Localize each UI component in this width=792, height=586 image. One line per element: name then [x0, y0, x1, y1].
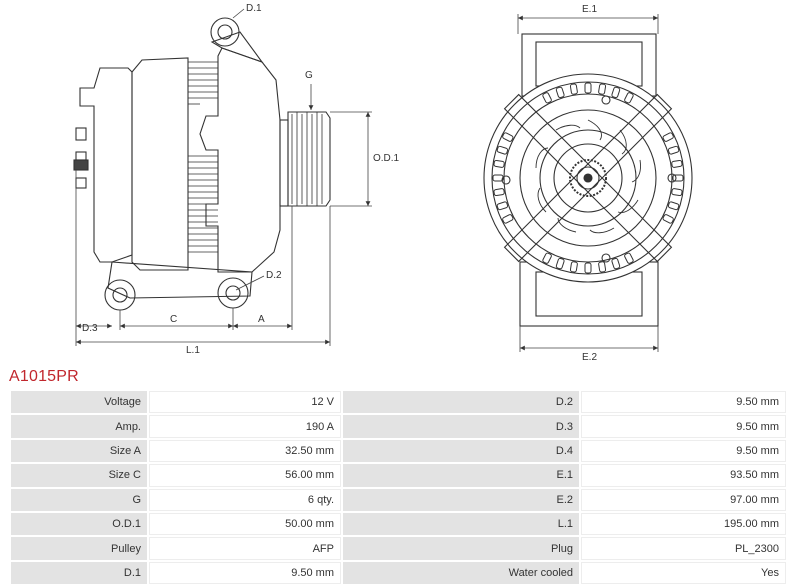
front-view-dimensions — [517, 14, 659, 352]
alternator-side-view — [73, 17, 331, 311]
side-view-dimensions — [75, 8, 372, 346]
spec-label: D.1 — [11, 561, 147, 585]
spec-label: D.4 — [343, 439, 579, 463]
spec-label: O.D.1 — [11, 512, 147, 536]
spec-label: Voltage — [11, 391, 147, 414]
label-d2: D.2 — [266, 270, 282, 281]
alternator-front-view — [483, 33, 693, 327]
vent-slot — [555, 86, 565, 99]
spec-label: E.2 — [343, 488, 579, 511]
vent-slot — [584, 82, 592, 94]
vent-slot — [667, 145, 680, 155]
part-code-title: A1015PR — [9, 368, 79, 385]
vent-slot — [624, 92, 634, 104]
spec-value: 12 V — [149, 391, 341, 414]
spec-label: D.3 — [343, 415, 579, 438]
spec-label: Pulley — [11, 537, 147, 560]
spec-label: Amp. — [11, 415, 147, 438]
vent-slot — [624, 252, 634, 264]
spec-value: 50.00 mm — [149, 512, 341, 536]
vent-slot — [611, 257, 621, 270]
front-view-labels: E.1 E.2 — [582, 4, 597, 363]
spec-label: Size A — [11, 439, 147, 463]
spec-label: Water cooled — [343, 561, 579, 585]
spec-value: 9.50 mm — [149, 561, 341, 585]
label-d1: D.1 — [246, 3, 262, 14]
label-e1: E.1 — [582, 4, 597, 15]
vent-slot — [569, 83, 578, 95]
spec-value: 9.50 mm — [581, 391, 786, 414]
spec-label: D.2 — [343, 391, 579, 414]
label-a: A — [258, 314, 265, 325]
technical-drawing: D.1 G O.D.1 D.2 D.3 C A L.1 — [73, 3, 693, 363]
spec-value: 93.50 mm — [581, 464, 786, 487]
vent-slot — [496, 145, 509, 155]
label-g: G — [305, 70, 313, 81]
label-od1: O.D.1 — [373, 153, 400, 164]
spec-label: Size C — [11, 464, 147, 487]
vent-slot — [598, 83, 607, 95]
vent-slot — [493, 188, 505, 197]
spec-value: Yes — [581, 561, 786, 585]
vent-slot — [496, 201, 509, 211]
spec-value: 195.00 mm — [581, 512, 786, 536]
spec-label: L.1 — [343, 512, 579, 536]
spec-value: 97.00 mm — [581, 488, 786, 511]
label-e2: E.2 — [582, 352, 597, 362]
label-l1: L.1 — [186, 345, 200, 356]
spec-value: AFP — [149, 537, 341, 560]
spec-value: PL_2300 — [581, 537, 786, 560]
spec-value: 56.00 mm — [149, 464, 341, 487]
spec-value: 9.50 mm — [581, 439, 786, 463]
vent-slot — [662, 132, 674, 142]
spec-value: 6 qty. — [149, 488, 341, 511]
spec-label: G — [11, 488, 147, 511]
spec-label: E.1 — [343, 464, 579, 487]
label-c: C — [170, 314, 177, 325]
vent-slot — [662, 214, 674, 224]
vent-slot — [502, 214, 514, 224]
vent-slot — [598, 261, 607, 273]
vent-slot — [667, 201, 680, 211]
vent-slot — [542, 252, 552, 264]
vent-slot — [492, 174, 504, 182]
side-view-labels: D.1 G O.D.1 D.2 D.3 C A L.1 — [82, 3, 400, 356]
vent-slot — [502, 132, 514, 142]
vent-slot — [569, 261, 578, 273]
spec-label: Plug — [343, 537, 579, 560]
vent-slot — [555, 257, 565, 270]
label-d3: D.3 — [82, 323, 98, 334]
vent-slot — [542, 92, 552, 104]
vent-slot — [611, 86, 621, 99]
vent-slot — [671, 159, 683, 168]
vent-slot — [493, 159, 505, 168]
spec-value: 32.50 mm — [149, 439, 341, 463]
spec-value: 190 A — [149, 415, 341, 438]
spec-value: 9.50 mm — [581, 415, 786, 438]
vent-slot — [584, 262, 592, 274]
vent-slot — [672, 174, 684, 182]
vent-slot — [671, 188, 683, 197]
vent-slots — [492, 82, 684, 274]
